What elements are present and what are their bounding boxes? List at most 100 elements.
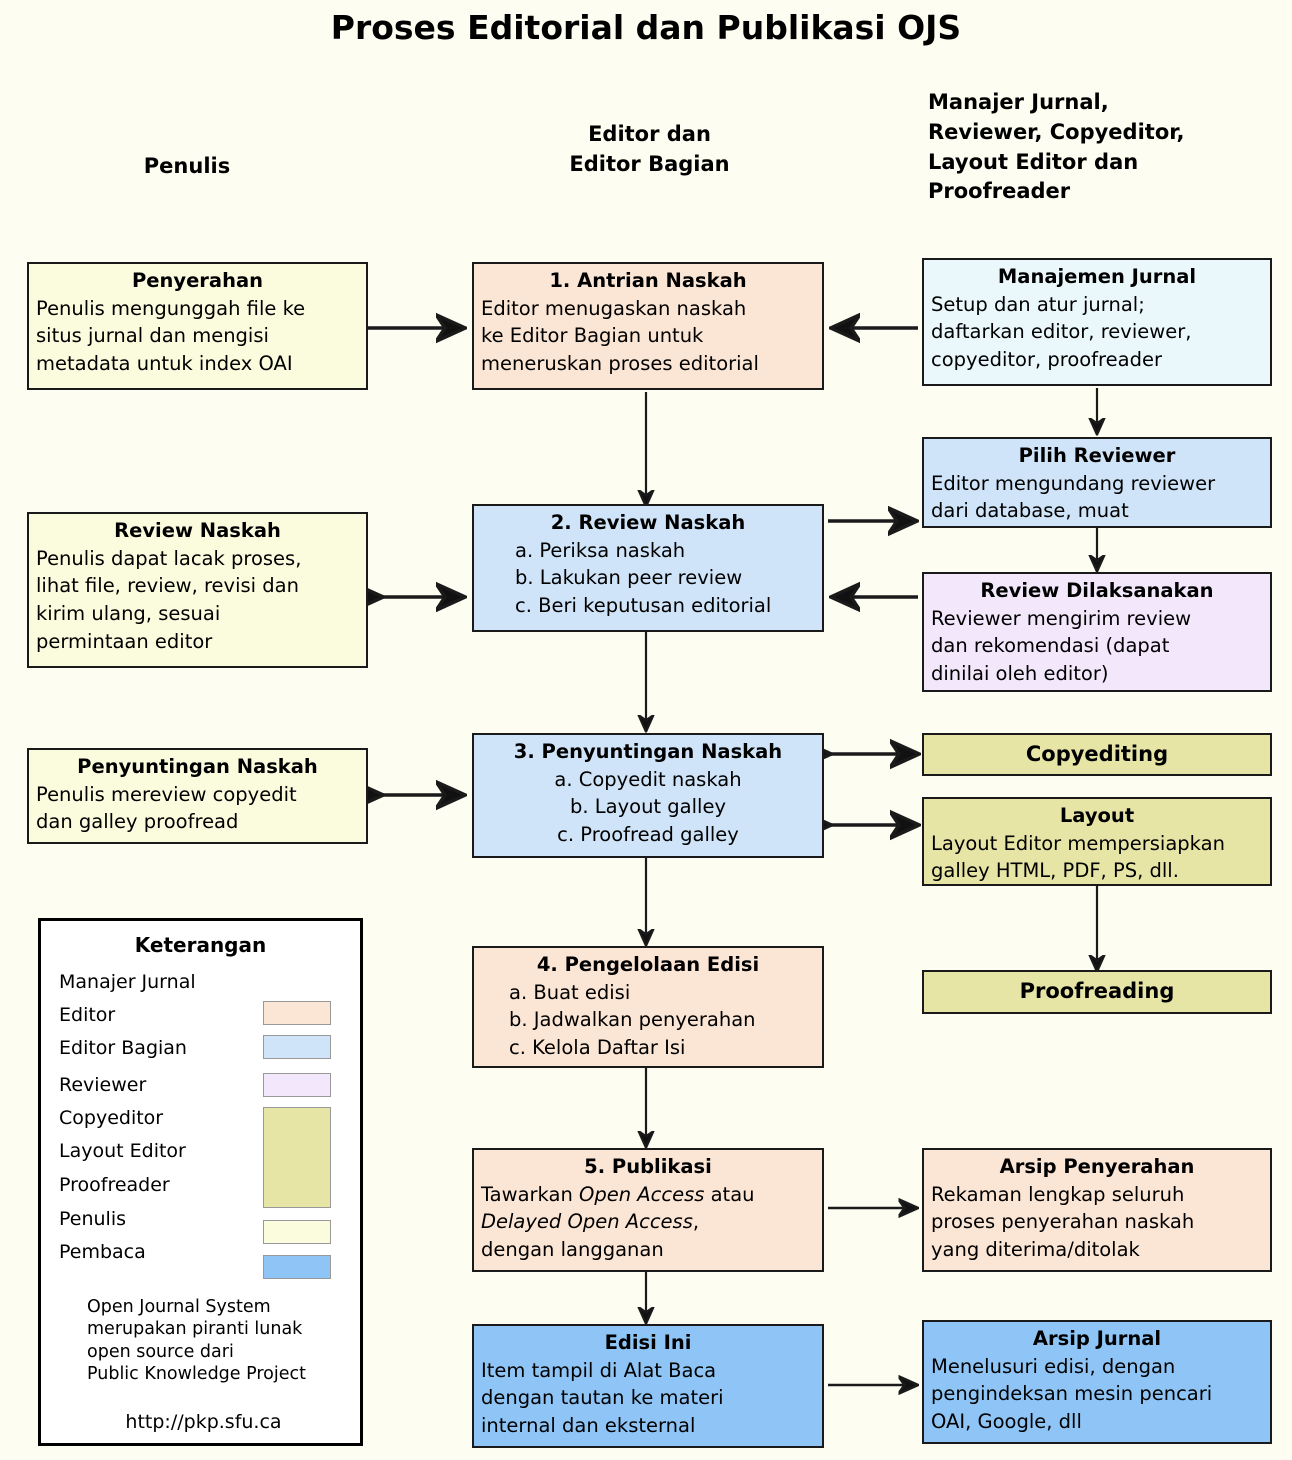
box-pilih-reviewer[interactable]: Pilih Reviewer Editor mengundang reviewe… — [922, 437, 1272, 528]
legend-note-line: merupakan piranti lunak — [87, 1319, 303, 1340]
box-publikasi[interactable]: 5. Publikasi Tawarkan Open Access atau D… — [472, 1148, 824, 1272]
legend-note-line: open source dari — [87, 1341, 234, 1362]
legend-label-manajer-jurnal: Manajer Jurnal — [59, 971, 196, 993]
page-title: Proses Editorial dan Publikasi OJS — [330, 8, 962, 47]
legend-label-editor-bagian: Editor Bagian — [59, 1037, 187, 1059]
box-title: Copyediting — [1025, 741, 1169, 766]
column-heading-editor: Editor dan Editor Bagian — [472, 120, 827, 180]
box-line: Menelusuri edisi, dengan — [931, 1354, 1176, 1378]
box-line: ke Editor Bagian untuk — [481, 324, 704, 348]
legend-note: Open Journal System merupakan piranti lu… — [87, 1296, 357, 1386]
box-line: pengindeksan mesin pencari — [931, 1382, 1213, 1406]
box-line: c. Proofread galley — [557, 823, 739, 847]
box-title: 2. Review Naskah — [550, 511, 746, 534]
box-title: 1. Antrian Naskah — [549, 269, 747, 292]
box-line: dengan tautan ke materi — [481, 1386, 724, 1410]
legend-label-pembaca: Pembaca — [59, 1241, 146, 1263]
column-heading-penulis: Penulis — [143, 154, 231, 178]
box-line: yang diterima/ditolak — [931, 1238, 1140, 1262]
box-review-naskah-penulis[interactable]: Review Naskah Penulis dapat lacak proses… — [27, 512, 368, 668]
box-line: b. Lakukan peer review — [515, 566, 743, 590]
box-line: Penulis mereview copyedit — [36, 782, 297, 806]
box-line-3: dengan langganan — [481, 1238, 664, 1262]
box-line: c. Beri keputusan editorial — [515, 594, 772, 618]
box-line: proses penyerahan naskah — [931, 1210, 1195, 1234]
box-title: Review Dilaksanakan — [980, 579, 1214, 602]
legend-swatch-reviewer — [263, 1073, 331, 1097]
box-title: Manajemen Jurnal — [997, 265, 1197, 288]
legend-note-line: Open Journal System — [87, 1297, 271, 1317]
box-line: Penulis mengunggah file ke — [36, 296, 306, 320]
legend-label-copyeditor: Copyeditor — [59, 1107, 164, 1129]
box-line: a. Periksa naskah — [515, 538, 686, 562]
box-manajemen-jurnal[interactable]: Manajemen Jurnal Setup dan atur jurnal; … — [922, 258, 1272, 386]
box-penyuntingan-penulis[interactable]: Penyuntingan Naskah Penulis mereview cop… — [27, 748, 368, 844]
box-line: b. Layout galley — [570, 795, 726, 819]
box-line: permintaan editor — [36, 629, 213, 653]
box-line: b. Jadwalkan penyerahan — [509, 1008, 756, 1032]
box-title: Edisi Ini — [604, 1331, 692, 1354]
legend-label-proofreader: Proofreader — [59, 1174, 170, 1196]
legend-swatch-pembaca — [263, 1255, 331, 1279]
box-line: dan rekomendasi (dapat — [931, 634, 1170, 658]
legend-label-layout-editor: Layout Editor — [59, 1140, 186, 1162]
box-line: galley HTML, PDF, PS, dll. — [931, 859, 1179, 883]
box-copyediting[interactable]: Copyediting — [922, 733, 1272, 776]
box-line: daftarkan editor, reviewer, — [931, 320, 1192, 344]
box-title: Arsip Penyerahan — [999, 1155, 1195, 1178]
legend-title: Keterangan — [134, 933, 267, 957]
box-proofreading[interactable]: Proofreading — [922, 970, 1272, 1014]
legend-swatch-editor-bagian — [263, 1035, 331, 1059]
legend-swatch-editor — [263, 1001, 331, 1025]
box-line: copyeditor, proofreader — [931, 348, 1162, 372]
box-line: situs jurnal dan mengisi — [36, 324, 269, 348]
legend-swatch-penulis — [263, 1220, 331, 1244]
box-line: Setup dan atur jurnal; — [931, 292, 1145, 316]
box-line: meneruskan proses editorial — [481, 352, 759, 376]
legend-swatch-copyeditor-layout-proofreader — [263, 1107, 331, 1208]
box-line: Penulis dapat lacak proses, — [36, 546, 302, 570]
box-line: a. Copyedit naskah — [554, 767, 742, 791]
box-penyerahan[interactable]: Penyerahan Penulis mengunggah file ke si… — [27, 262, 368, 390]
box-title: 4. Pengelolaan Edisi — [536, 953, 760, 976]
box-line: dan galley proofread — [36, 810, 239, 834]
box-line: Editor menugaskan naskah — [481, 296, 747, 320]
box-title: Proofreading — [1019, 979, 1175, 1004]
box-title: 5. Publikasi — [584, 1155, 712, 1178]
column-heading-lain: Manajer Jurnal, Reviewer, Copyeditor, La… — [928, 88, 1278, 207]
box-title: Arsip Jurnal — [1032, 1327, 1162, 1350]
box-line: a. Buat edisi — [509, 980, 631, 1004]
box-title: Pilih Reviewer — [1018, 444, 1176, 467]
colhead-line: Manajer Jurnal, Reviewer, Copyeditor, La… — [928, 90, 1185, 204]
box-title: Penyuntingan Naskah — [77, 755, 318, 778]
legend-note-line: Public Knowledge Project — [87, 1364, 306, 1385]
colhead-line: Editor dan Editor Bagian — [569, 122, 730, 176]
box-review-dilaksanakan[interactable]: Review Dilaksanakan Reviewer mengirim re… — [922, 572, 1272, 692]
box-line: internal dan eksternal — [481, 1414, 696, 1438]
box-edisi-ini[interactable]: Edisi Ini Item tampil di Alat Baca denga… — [472, 1324, 824, 1448]
box-layout[interactable]: Layout Layout Editor mempersiapkan galle… — [922, 797, 1272, 886]
box-pengelolaan-edisi[interactable]: 4. Pengelolaan Edisi a. Buat edisi b. Ja… — [472, 946, 824, 1068]
legend-label-reviewer: Reviewer — [59, 1074, 147, 1096]
box-line: kirim ulang, sesuai — [36, 602, 221, 626]
box-review-naskah[interactable]: 2. Review Naskah a. Periksa naskah b. La… — [472, 504, 824, 632]
box-penyuntingan-naskah[interactable]: 3. Penyuntingan Naskah a. Copyedit naska… — [472, 733, 824, 858]
box-line: dari database, muat — [931, 499, 1129, 523]
box-antrian-naskah[interactable]: 1. Antrian Naskah Editor menugaskan nask… — [472, 262, 824, 390]
box-title: Review Naskah — [114, 519, 281, 542]
box-line: metadata untuk index OAI — [36, 352, 293, 376]
box-line: Rekaman lengkap seluruh — [931, 1182, 1185, 1206]
box-line: Layout Editor mempersiapkan — [931, 831, 1225, 855]
box-line: dinilai oleh editor) — [931, 662, 1109, 686]
box-arsip-jurnal[interactable]: Arsip Jurnal Menelusuri edisi, dengan pe… — [922, 1320, 1272, 1444]
box-line: c. Kelola Daftar Isi — [509, 1036, 686, 1060]
box-line-2: Delayed Open Access, — [481, 1210, 700, 1234]
box-line: Reviewer mengirim review — [931, 606, 1192, 630]
box-line: Editor mengundang reviewer — [931, 471, 1216, 495]
legend-label-editor: Editor — [59, 1004, 116, 1026]
box-line: Item tampil di Alat Baca — [481, 1358, 717, 1382]
box-title: Penyerahan — [131, 269, 264, 292]
box-arsip-penyerahan[interactable]: Arsip Penyerahan Rekaman lengkap seluruh… — [922, 1148, 1272, 1272]
box-line: OAI, Google, dll — [931, 1410, 1082, 1434]
